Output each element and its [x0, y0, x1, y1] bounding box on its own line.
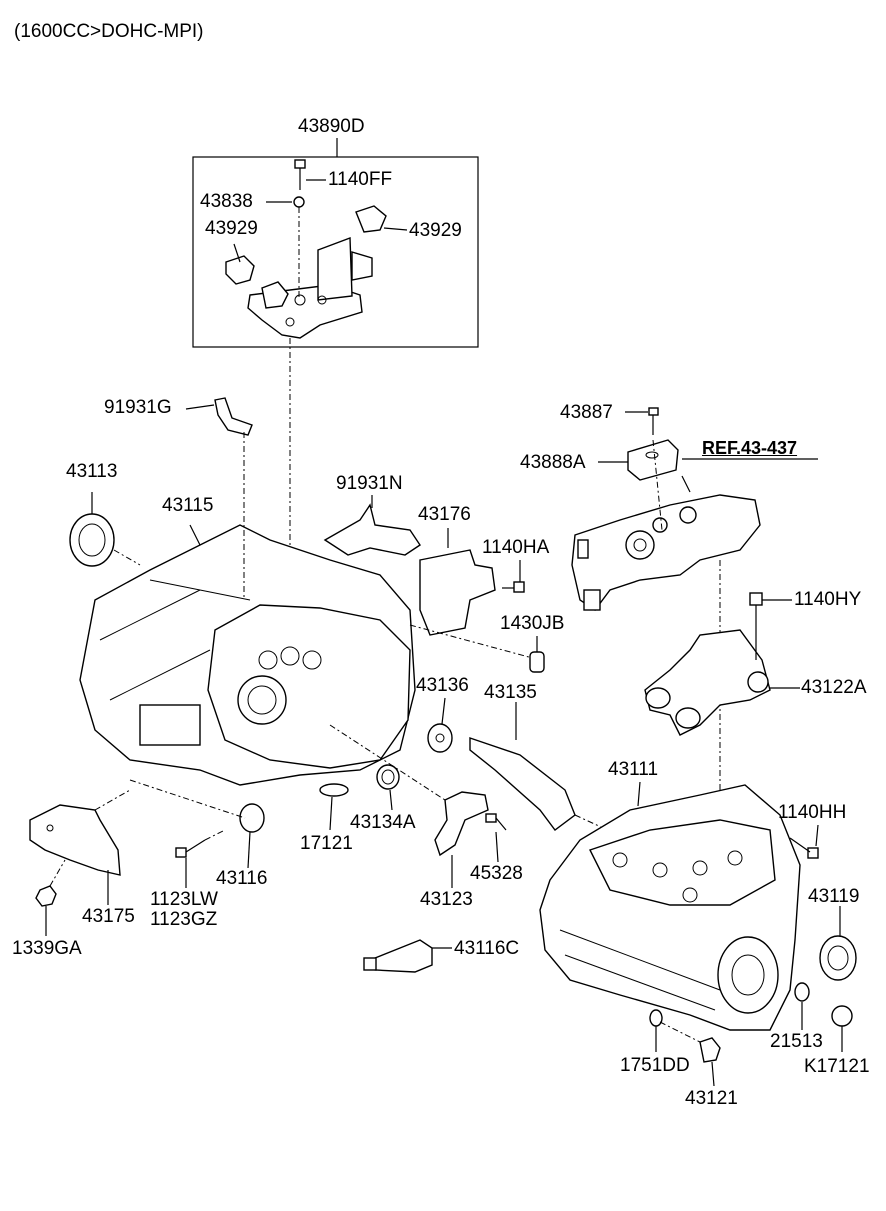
label-43119[interactable]: 43119	[808, 886, 860, 907]
label-43134A[interactable]: 43134A	[350, 812, 416, 833]
label-43838[interactable]: 43838	[200, 191, 253, 212]
label-1751DD[interactable]: 1751DD	[620, 1055, 690, 1076]
label-43111[interactable]: 43111	[608, 759, 659, 780]
label-43929-left[interactable]: 43929	[205, 218, 258, 239]
shift-control-housing	[571, 458, 818, 860]
bolt-1140HH	[789, 824, 819, 859]
label-1123LW[interactable]: 1123LW	[150, 889, 218, 910]
pin-1430JB	[529, 636, 545, 673]
bracket-91931N	[323, 495, 421, 556]
bracket-43175	[29, 789, 131, 905]
label-43135[interactable]: 43135	[484, 682, 537, 703]
label-43121[interactable]: 43121	[685, 1088, 738, 1109]
bolt-1140HY	[749, 592, 792, 660]
label-1339GA[interactable]: 1339GA	[12, 938, 82, 959]
oil-seal-43113	[69, 492, 141, 567]
bolt-1140HA	[502, 560, 525, 593]
clutch-housing-43115	[79, 524, 416, 786]
o-ring-21513	[794, 982, 810, 1030]
plate-43123	[329, 724, 489, 888]
label-1140HY[interactable]: 1140HY	[794, 589, 862, 610]
washer-43136	[427, 697, 453, 753]
ref-43-437-link[interactable]: REF.43-437	[702, 438, 798, 458]
mount-bracket-43122A	[644, 629, 800, 736]
label-43929-right[interactable]: 43929	[409, 220, 462, 241]
label-1123GZ[interactable]: 1123GZ	[150, 909, 218, 930]
bracket-43176	[409, 528, 541, 661]
label-43887[interactable]: 43887	[560, 402, 613, 423]
label-43890D[interactable]: 43890D	[298, 116, 365, 137]
engine-spec-header: (1600CC>DOHC-MPI)	[14, 21, 204, 42]
label-45328[interactable]: 45328	[470, 863, 523, 884]
cover-43116	[129, 779, 265, 869]
label-43113[interactable]: 43113	[66, 461, 118, 482]
label-43176[interactable]: 43176	[418, 504, 471, 525]
bolt-1123LW	[175, 829, 226, 888]
label-91931G[interactable]: 91931G	[104, 397, 172, 418]
plug-K17121	[831, 1005, 853, 1052]
label-43175[interactable]: 43175	[82, 906, 135, 927]
washer-17121	[319, 783, 349, 831]
oil-seal-43119	[819, 906, 857, 981]
transaxle-case-43111	[539, 781, 801, 1031]
kit-box-43890D	[192, 138, 479, 348]
seal-43134A	[376, 764, 400, 811]
label-43888A[interactable]: 43888A	[520, 452, 586, 473]
label-1430JB[interactable]: 1430JB	[500, 613, 565, 634]
sensor-43116C	[363, 939, 452, 973]
label-43123[interactable]: 43123	[420, 889, 473, 910]
label-91931N[interactable]: 91931N	[336, 473, 403, 494]
label-43115[interactable]: 43115	[162, 495, 214, 516]
label-1140HH[interactable]: 1140HH	[778, 802, 847, 823]
gasket-1751DD	[649, 1009, 663, 1052]
bolt-43887	[625, 407, 663, 531]
nut-1339GA	[35, 859, 66, 936]
bracket-91931G	[185, 397, 253, 600]
label-17121[interactable]: 17121	[300, 833, 353, 854]
label-43136[interactable]: 43136	[416, 675, 469, 696]
label-1140FF[interactable]: 1140FF	[328, 169, 393, 190]
shift-bracket-assembly	[225, 159, 408, 339]
label-43122A[interactable]: 43122A	[801, 677, 867, 698]
drain-plug-43121	[659, 1021, 721, 1087]
label-K17121[interactable]: K17121	[804, 1056, 870, 1077]
label-1140HA[interactable]: 1140HA	[482, 537, 550, 558]
bolt-45328	[485, 813, 507, 863]
label-43116[interactable]: 43116	[216, 868, 268, 889]
label-43116C[interactable]: 43116C	[454, 938, 520, 959]
label-21513[interactable]: 21513	[770, 1031, 823, 1052]
bracket-43888A	[598, 439, 679, 481]
